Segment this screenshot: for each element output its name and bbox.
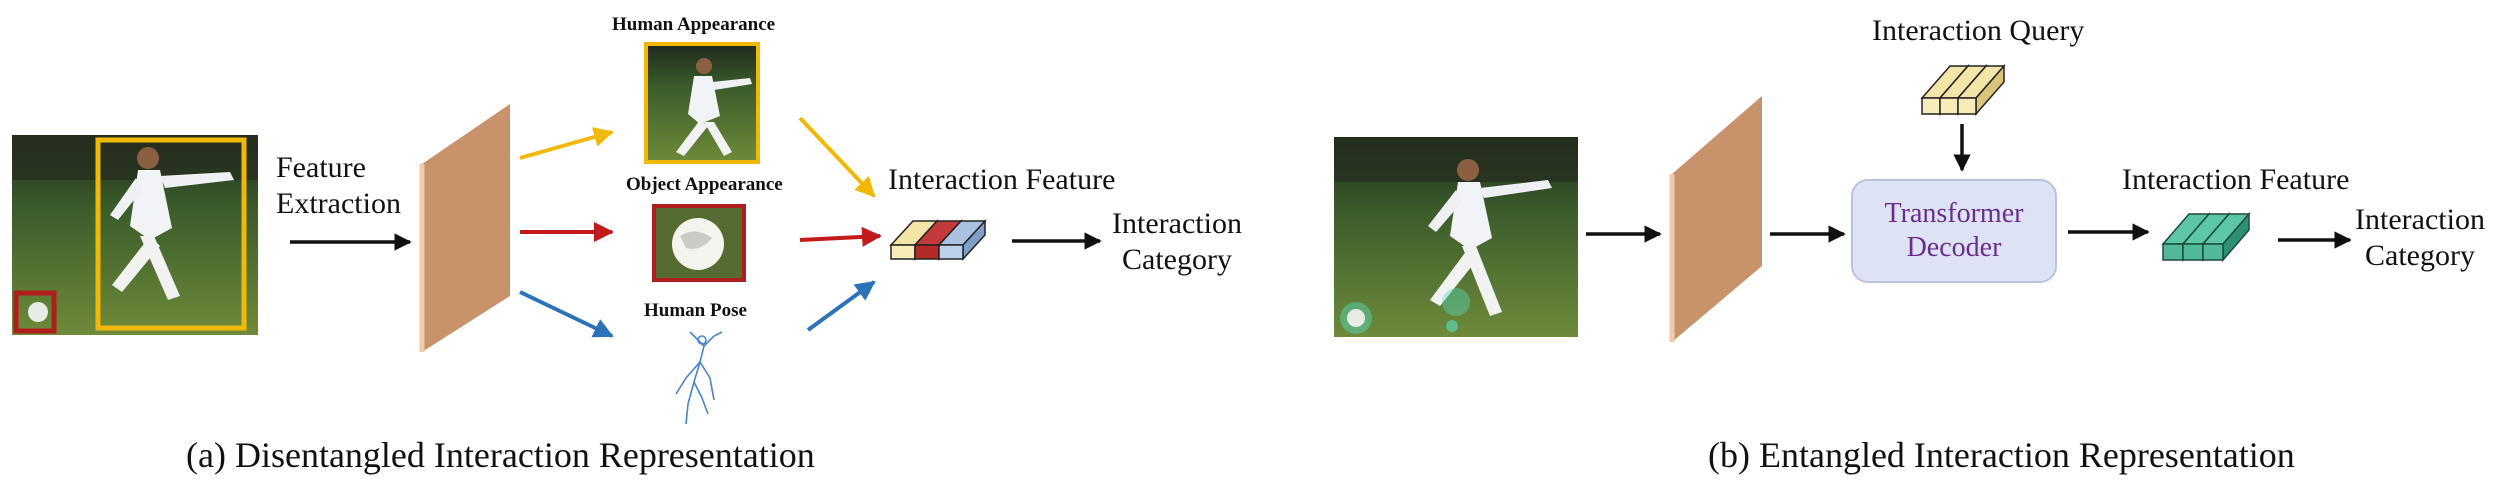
transformer-decoder-line2: Decoder xyxy=(1906,232,2002,263)
human-pose-label: Human Pose xyxy=(644,300,747,321)
interaction-category-b-line1: Interaction xyxy=(2355,203,2485,236)
backbone-a xyxy=(419,104,510,352)
input-photo-a xyxy=(12,135,258,335)
human-appearance-label: Human Appearance xyxy=(612,14,776,35)
transformer-decoder-box xyxy=(1851,179,2057,283)
interaction-feature-cubes-b xyxy=(2161,211,2251,263)
interaction-query-cubes xyxy=(1920,64,2006,116)
human-appearance-crop xyxy=(644,42,760,164)
interaction-feature-label-a: Interaction Feature xyxy=(888,163,1116,196)
human-box xyxy=(95,137,247,331)
interaction-category-label-b: Interaction Category xyxy=(2350,202,2490,274)
input-photo-b xyxy=(1334,137,1578,337)
interaction-category-a-line1: Interaction xyxy=(1112,207,1242,240)
object-box xyxy=(13,290,57,334)
feature-extraction-line1: Feature xyxy=(276,151,366,184)
feature-extraction-line2: Extraction xyxy=(276,187,401,220)
interaction-category-a-line2: Category xyxy=(1122,243,1232,276)
pose-arrow xyxy=(519,290,614,338)
caption-a: (a) Disentangled Interaction Representat… xyxy=(186,435,815,475)
merge-appearance-arrow xyxy=(798,116,876,198)
merge-pose-arrow xyxy=(806,280,876,332)
caption-b: (b) Entangled Interaction Representation xyxy=(1708,435,2295,475)
interaction-feature-cubes-a xyxy=(889,219,987,261)
backbone-b xyxy=(1669,96,1762,342)
appearance-arrow xyxy=(519,127,614,160)
interaction-feature-label-b: Interaction Feature xyxy=(2122,163,2350,196)
object-appearance-label: Object Appearance xyxy=(626,174,783,195)
transformer-decoder-label: Transformer Decoder xyxy=(1852,197,2056,265)
interaction-query-label: Interaction Query xyxy=(1872,14,2085,47)
interaction-category-label-a: Interaction Category xyxy=(1104,206,1250,278)
merge-object-arrow xyxy=(799,226,882,247)
feature-extraction-label: Feature Extraction xyxy=(276,150,401,222)
interaction-category-b-line2: Category xyxy=(2365,239,2475,272)
object-appearance-crop xyxy=(652,204,746,282)
human-pose-skeleton xyxy=(675,331,723,425)
transformer-decoder-line1: Transformer xyxy=(1884,198,2024,229)
